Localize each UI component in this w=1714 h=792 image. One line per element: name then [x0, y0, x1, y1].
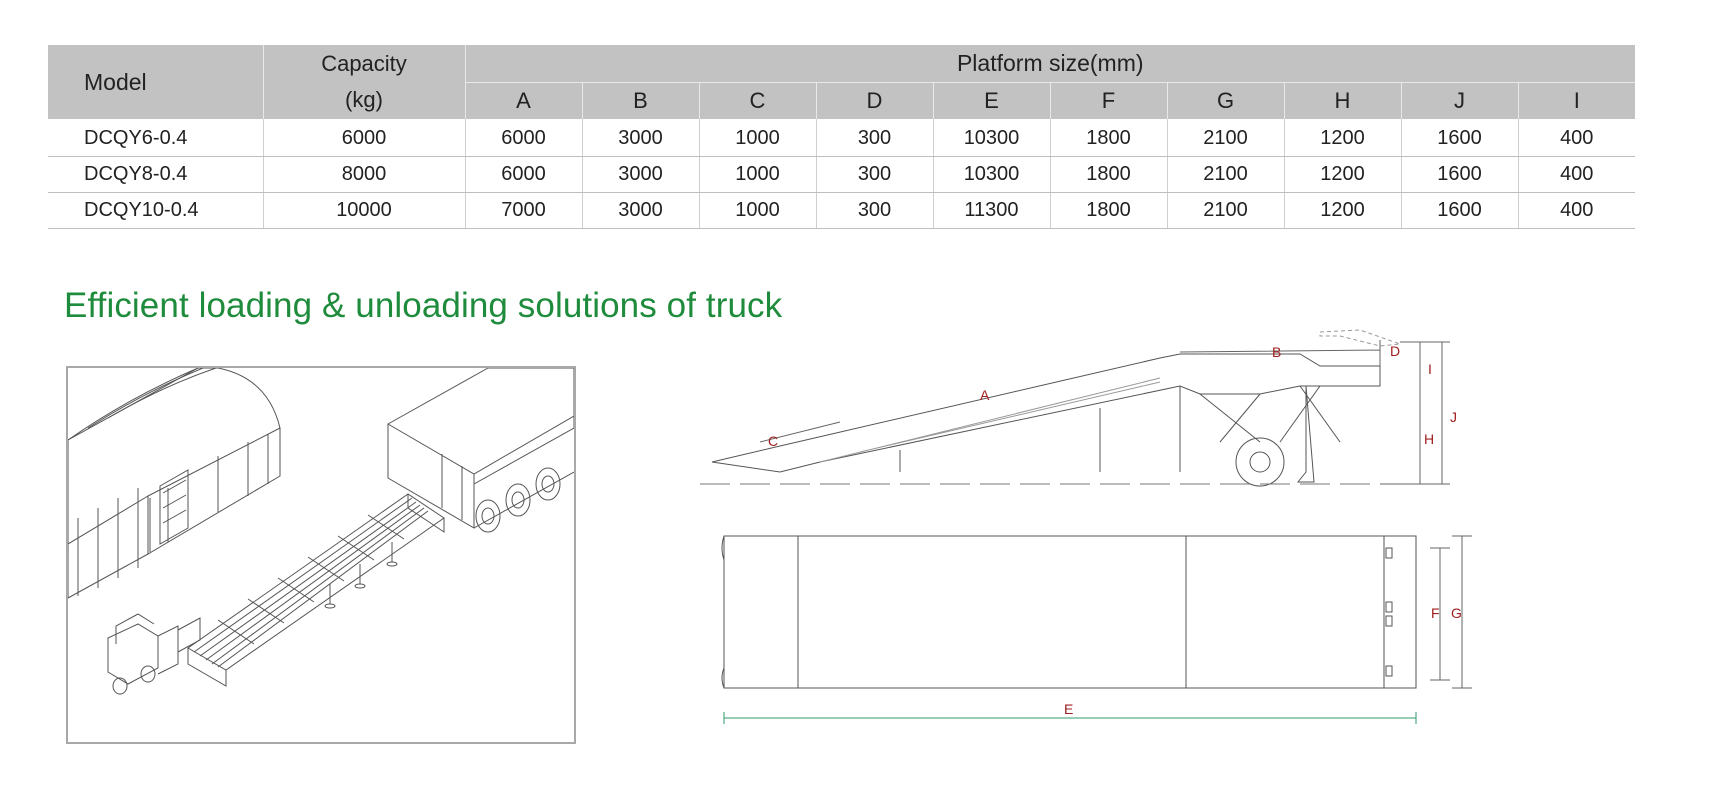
ramp-support-jack	[1296, 385, 1315, 483]
ramp-side-view-drawing: B D A C I J H	[700, 322, 1480, 494]
dim-cell: 10300	[932, 156, 1050, 193]
dim-header-a: A	[464, 82, 582, 119]
dim-cell: 2100	[1166, 119, 1284, 157]
platform-size-header: Platform size(mm)	[464, 45, 1635, 83]
dim-cell: 1800	[1049, 192, 1167, 229]
table-row: DCQY8-0.4 8000 6000 3000 1000 300 10300 …	[48, 156, 1635, 193]
ramp-shape	[187, 493, 445, 687]
truck-shape	[387, 368, 574, 533]
dim-header-j: J	[1400, 82, 1518, 119]
dim-e-line	[723, 712, 1417, 724]
ramp-side-profile	[711, 353, 1381, 473]
capacity-column-header: Capacity (kg)	[262, 45, 465, 119]
platform-sections	[797, 535, 1417, 689]
ramp-top-view-drawing: E F G	[700, 528, 1480, 728]
dim-header-g: G	[1166, 82, 1284, 119]
dim-header-i: I	[1517, 82, 1635, 119]
loading-scene-illustration	[66, 366, 576, 744]
dim-label-e: E	[1064, 701, 1073, 717]
dim-cell: 1600	[1400, 192, 1518, 229]
dim-label-j: J	[1450, 409, 1457, 425]
capacity-cell: 8000	[262, 156, 465, 193]
platform-outline	[723, 535, 1385, 689]
dim-cell: 2100	[1166, 192, 1284, 229]
dim-cell: 6000	[464, 156, 582, 193]
dim-cell: 1200	[1283, 119, 1401, 157]
capacity-cell: 10000	[262, 192, 465, 229]
dim-cell: 400	[1517, 156, 1635, 193]
dim-cell: 1000	[698, 192, 816, 229]
dim-cell: 10300	[932, 119, 1050, 157]
ramp-wheel-hub	[1249, 451, 1271, 473]
capacity-header-line2: (kg)	[345, 87, 383, 112]
dim-header-e: E	[932, 82, 1050, 119]
top-view-svg: E F G	[721, 535, 1472, 724]
hinge-top	[1385, 547, 1393, 559]
dim-label-i: I	[1428, 361, 1432, 377]
ramp-bracing	[1199, 385, 1341, 443]
model-column-header: Model	[48, 45, 263, 119]
dimension-lines	[1179, 340, 1450, 485]
dim-label-d: D	[1390, 343, 1400, 359]
table-row: DCQY6-0.4 6000 6000 3000 1000 300 10300 …	[48, 119, 1635, 157]
ramp-legs	[899, 386, 1181, 472]
dim-cell: 3000	[581, 156, 699, 193]
hinge-mid-bottom	[1385, 615, 1393, 627]
dim-cell: 1000	[698, 156, 816, 193]
dim-label-h: H	[1424, 431, 1434, 447]
dim-header-c: C	[698, 82, 816, 119]
dim-cell: 1600	[1400, 119, 1518, 157]
capacity-cell: 6000	[262, 119, 465, 157]
hinge-mid-top	[1385, 601, 1393, 613]
dim-cell: 300	[815, 192, 933, 229]
dim-c-line	[759, 421, 841, 443]
hinge-bottom	[1385, 665, 1393, 677]
dim-cell: 300	[815, 156, 933, 193]
dim-label-a: A	[980, 387, 990, 403]
ramp-inner-rails	[819, 377, 1161, 463]
capacity-header-line1: Capacity	[321, 51, 407, 76]
dim-header-b: B	[581, 82, 699, 119]
dimension-header-row: A B C D E F G H J I	[48, 82, 1635, 119]
dim-cell: 11300	[932, 192, 1050, 229]
dim-cell: 1800	[1049, 156, 1167, 193]
dim-label-b: B	[1272, 344, 1281, 360]
dim-cell: 1000	[698, 119, 816, 157]
section-headline: Efficient loading & unloading solutions …	[64, 286, 783, 325]
dim-header-d: D	[815, 82, 933, 119]
table-row: DCQY10-0.4 10000 7000 3000 1000 300 1130…	[48, 192, 1635, 229]
dim-cell: 7000	[464, 192, 582, 229]
lip-ghost-outline	[1319, 329, 1401, 347]
dim-cell: 1600	[1400, 156, 1518, 193]
dim-cell: 3000	[581, 119, 699, 157]
dim-fg-lines	[1430, 535, 1472, 689]
ramp-entry-edge	[721, 535, 725, 689]
dim-label-g: G	[1451, 605, 1462, 621]
table-header-row: Model Capacity (kg) Platform size(mm)	[48, 45, 1635, 119]
model-cell: DCQY10-0.4	[48, 192, 263, 229]
loading-scene-drawing	[68, 368, 574, 695]
warehouse-shape	[68, 368, 281, 599]
model-cell: DCQY6-0.4	[48, 119, 263, 157]
dim-header-f: F	[1049, 82, 1167, 119]
dim-header-h: H	[1283, 82, 1401, 119]
dim-cell: 1200	[1283, 192, 1401, 229]
ramp-wheel	[1235, 437, 1285, 487]
dim-cell: 300	[815, 119, 933, 157]
dim-cell: 400	[1517, 119, 1635, 157]
dim-cell: 1200	[1283, 156, 1401, 193]
dim-cell: 400	[1517, 192, 1635, 229]
dim-cell: 1800	[1049, 119, 1167, 157]
forklift-shape	[107, 613, 201, 695]
dim-cell: 6000	[464, 119, 582, 157]
dim-cell: 2100	[1166, 156, 1284, 193]
side-view-svg: B D A C I J H	[700, 329, 1457, 487]
dim-label-c: C	[768, 433, 778, 449]
model-cell: DCQY8-0.4	[48, 156, 263, 193]
dim-cell: 3000	[581, 192, 699, 229]
dim-label-f: F	[1431, 605, 1440, 621]
spec-table: Model Capacity (kg) Platform size(mm) A …	[48, 45, 1635, 229]
